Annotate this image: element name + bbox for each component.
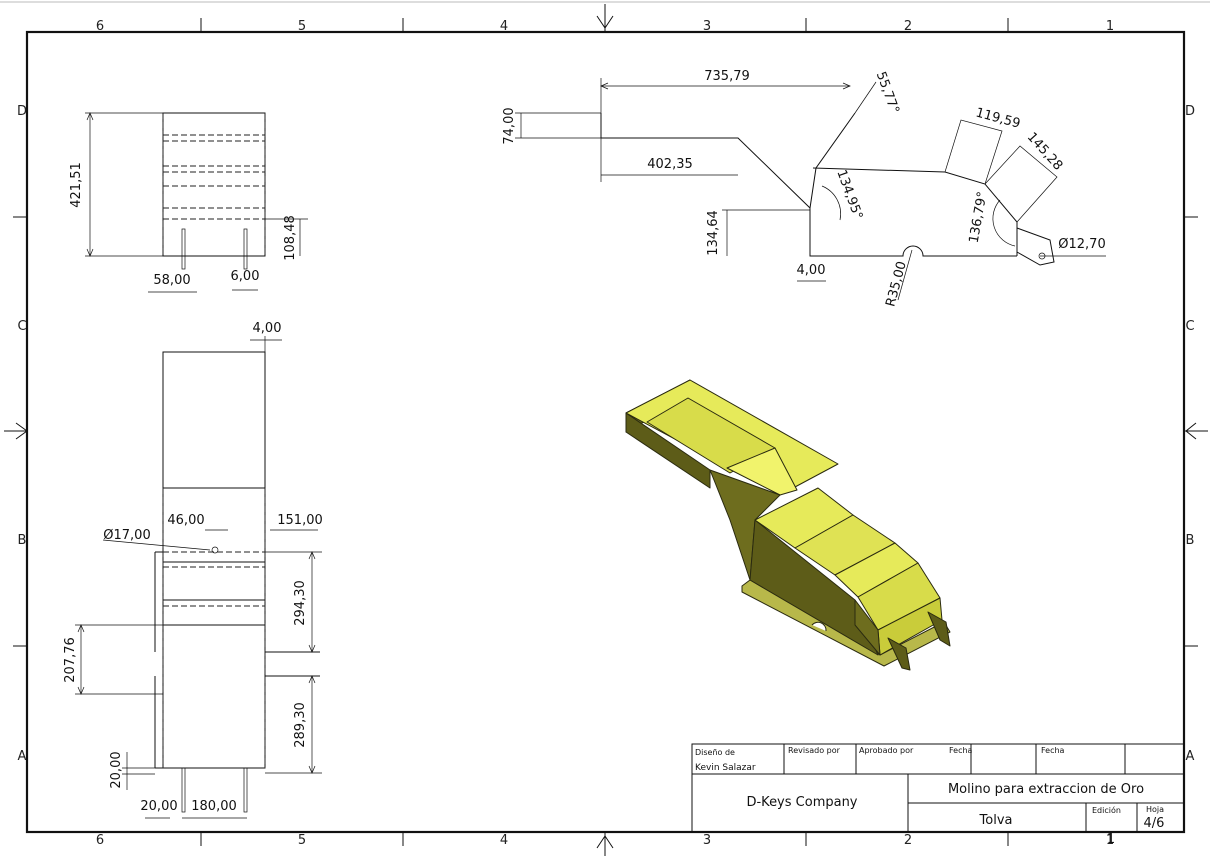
dim-front-lower: 289,30 bbox=[293, 702, 308, 748]
dim-side-length: 735,79 bbox=[704, 69, 750, 84]
zone-col-top-3: 4 bbox=[500, 19, 508, 34]
dim-front-bottom-b: 180,00 bbox=[191, 799, 237, 814]
dim-side-thickness: 4,00 bbox=[797, 263, 826, 278]
tb-date-label-2: Fecha bbox=[1041, 746, 1065, 755]
tb-sheet: 4/6 bbox=[1144, 816, 1165, 831]
zone-col-bot-6: 1 bbox=[1106, 833, 1114, 848]
zone-col-top-1: 6 bbox=[96, 19, 104, 34]
zone-col-top-6: 1 bbox=[1106, 19, 1114, 34]
dim-side-hole: Ø12,70 bbox=[1058, 237, 1105, 252]
tb-reviewed-label: Revisado por bbox=[788, 746, 841, 755]
zone-col-top-4: 3 bbox=[703, 19, 711, 34]
zone-col-bot-4: 3 bbox=[703, 833, 711, 848]
zone-row-left-a: A bbox=[18, 749, 27, 764]
tb-part: Tolva bbox=[979, 813, 1013, 828]
zone-col-bot-3: 4 bbox=[500, 833, 508, 848]
dim-side-mid-length: 402,35 bbox=[647, 157, 693, 172]
tb-designed-label: Diseño de bbox=[695, 748, 735, 757]
zone-col-bot-5: 2 bbox=[904, 833, 912, 848]
top-view: 421,51 108,48 58,00 6,00 bbox=[69, 112, 308, 293]
front-view: 4,00 Ø17,00 46,00 151,00 294,30 289,30 2… bbox=[63, 321, 323, 819]
dim-front-upper: 294,30 bbox=[293, 580, 308, 626]
dim-side-height-mid: 134,64 bbox=[706, 210, 721, 256]
dim-top-width-b: 6,00 bbox=[231, 269, 260, 284]
zone-row-left-d: D bbox=[17, 104, 27, 119]
dim-front-base: 20,00 bbox=[109, 751, 124, 788]
zone-row-right-d: D bbox=[1185, 104, 1195, 119]
zone-col-top-5: 2 bbox=[904, 19, 912, 34]
zone-col-bot-2: 5 bbox=[298, 833, 306, 848]
dim-front-hole: Ø17,00 bbox=[103, 528, 150, 543]
tb-edition: 1 bbox=[1107, 832, 1115, 847]
isometric-view bbox=[625, 379, 951, 671]
tb-sheet-label: Hoja bbox=[1146, 805, 1164, 814]
zone-labels: 6 5 4 3 2 1 6 5 4 3 2 1 D C B A D C B A bbox=[17, 19, 1195, 848]
tb-designed-by: Kevin Salazar bbox=[695, 763, 756, 773]
tb-edition-label: Edición bbox=[1092, 805, 1121, 815]
dim-front-bottom-a: 20,00 bbox=[140, 799, 177, 814]
dim-side-height-top: 74,00 bbox=[502, 107, 517, 144]
title-block: Diseño de Kevin Salazar Revisado por Apr… bbox=[691, 743, 1185, 847]
zone-col-bot-1: 6 bbox=[96, 833, 104, 848]
dim-front-left: 207,76 bbox=[63, 637, 78, 683]
dim-top-width-a: 58,00 bbox=[153, 273, 190, 288]
zone-row-left-c: C bbox=[17, 319, 26, 334]
dim-front-thickness: 4,00 bbox=[253, 321, 282, 336]
dim-top-small-height: 108,48 bbox=[283, 215, 298, 261]
tb-approved-label: Aprobado por bbox=[859, 746, 914, 755]
zone-ticks bbox=[4, 4, 1208, 856]
zone-col-top-2: 5 bbox=[298, 19, 306, 34]
zone-row-right-b: B bbox=[1186, 533, 1195, 548]
tb-date-label-1: Fecha bbox=[949, 746, 973, 755]
tb-project: Molino para extraccion de Oro bbox=[948, 782, 1144, 797]
zone-row-right-c: C bbox=[1185, 319, 1194, 334]
zone-row-right-a: A bbox=[1186, 749, 1195, 764]
dim-front-side: 151,00 bbox=[277, 513, 323, 528]
tb-company: D-Keys Company bbox=[746, 795, 857, 810]
dim-front-hole-offset: 46,00 bbox=[167, 513, 204, 528]
zone-row-left-b: B bbox=[18, 533, 27, 548]
dim-top-height: 421,51 bbox=[69, 162, 84, 208]
